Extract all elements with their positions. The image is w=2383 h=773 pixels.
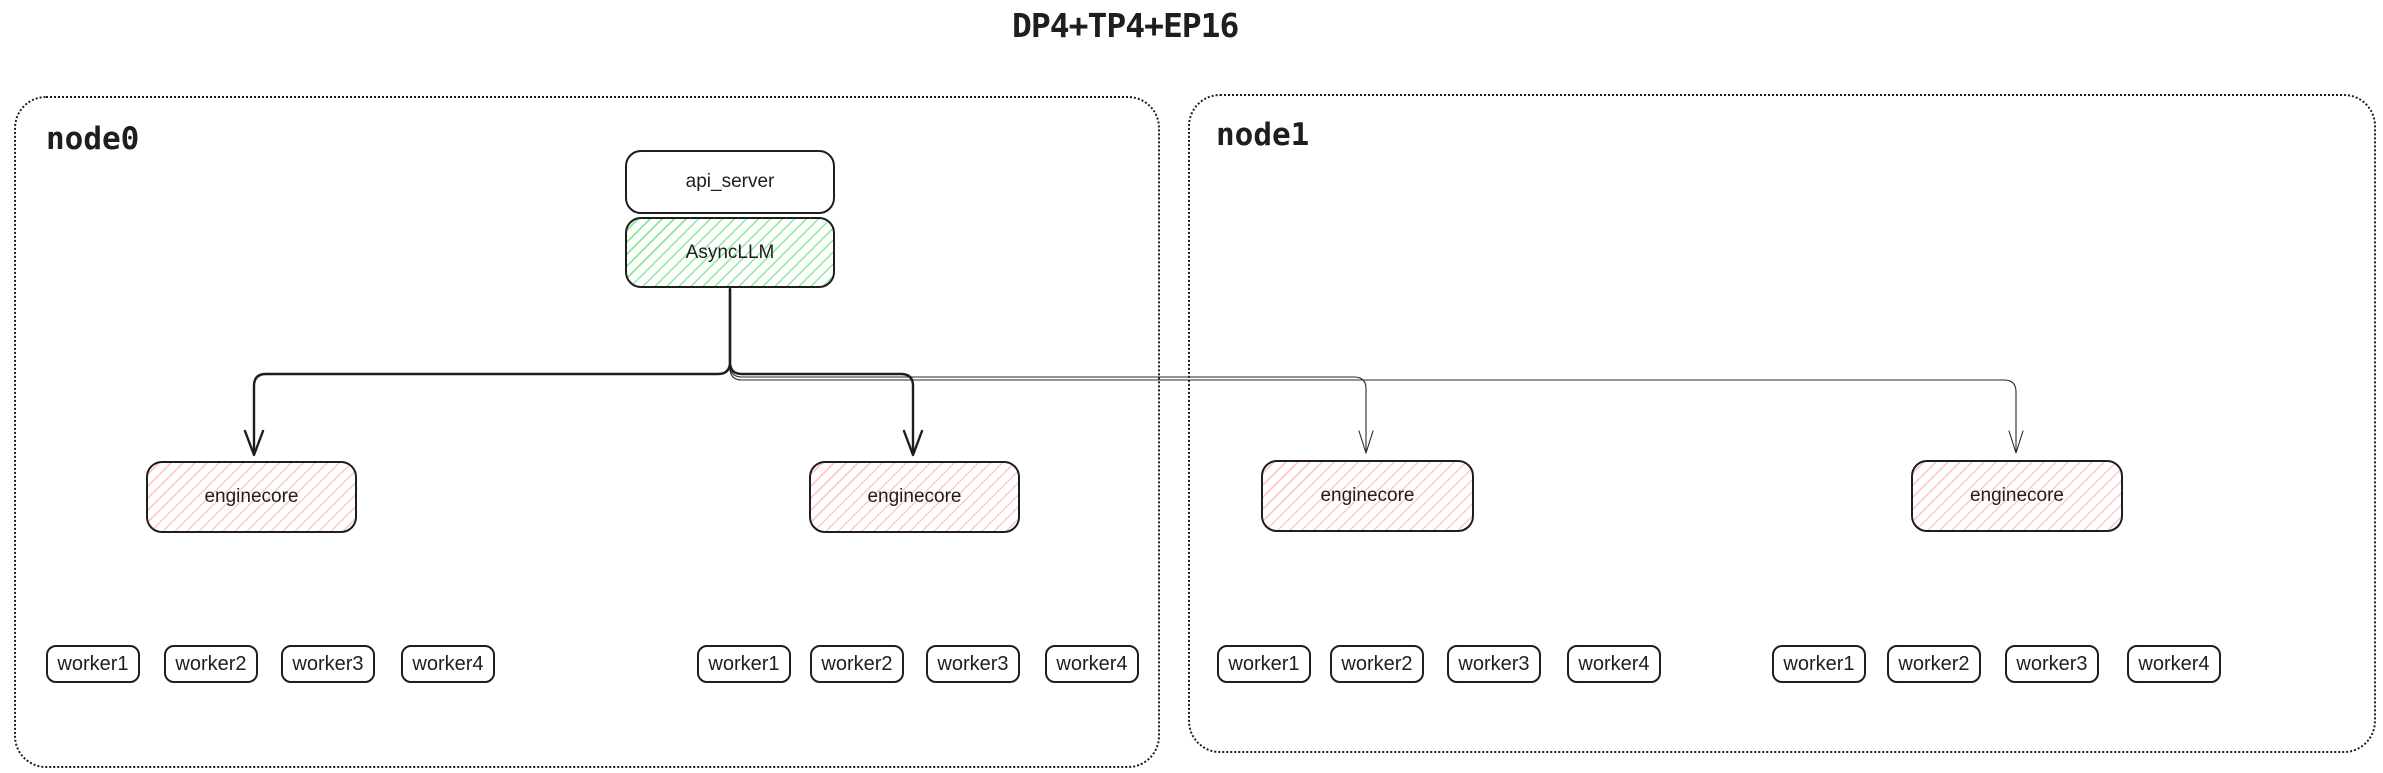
node1-enginecore-2: enginecore bbox=[1911, 460, 2123, 532]
node0-ec2-worker2: worker2 bbox=[810, 645, 904, 683]
enginecore-label: enginecore bbox=[1320, 485, 1415, 506]
node1-ec1-worker4: worker4 bbox=[1567, 645, 1661, 683]
node1-enginecore-1: enginecore bbox=[1261, 460, 1474, 532]
node0-ec2-worker1: worker1 bbox=[697, 645, 791, 683]
node0-enginecore-1: enginecore bbox=[146, 461, 357, 533]
node1-ec2-worker2: worker2 bbox=[1887, 645, 1981, 683]
node1-ec2-worker3: worker3 bbox=[2005, 645, 2099, 683]
node0-enginecore-2: enginecore bbox=[809, 461, 1020, 533]
enginecore-label: enginecore bbox=[867, 486, 962, 507]
node1-label: node1 bbox=[1216, 117, 1310, 153]
asyncllm-box: AsyncLLM bbox=[625, 217, 835, 288]
node1-ec1-worker2: worker2 bbox=[1330, 645, 1424, 683]
node1-ec1-worker3: worker3 bbox=[1447, 645, 1541, 683]
node1-ec1-worker1: worker1 bbox=[1217, 645, 1311, 683]
node1-ec2-worker1: worker1 bbox=[1772, 645, 1866, 683]
diagram-title: DP4+TP4+EP16 bbox=[1012, 6, 1239, 45]
api-server-label: api_server bbox=[685, 171, 775, 192]
api-server-box: api_server bbox=[625, 150, 835, 214]
asyncllm-label: AsyncLLM bbox=[685, 241, 775, 263]
node0-ec1-worker4: worker4 bbox=[401, 645, 495, 683]
node0-ec1-worker1: worker1 bbox=[46, 645, 140, 683]
enginecore-label: enginecore bbox=[204, 486, 299, 507]
enginecore-label: enginecore bbox=[1969, 485, 2065, 506]
node0-ec2-worker4: worker4 bbox=[1045, 645, 1139, 683]
node0-label: node0 bbox=[46, 121, 140, 157]
node0-ec1-worker3: worker3 bbox=[281, 645, 375, 683]
node1-ec2-worker4: worker4 bbox=[2127, 645, 2221, 683]
node0-ec1-worker2: worker2 bbox=[164, 645, 258, 683]
node0-ec2-worker3: worker3 bbox=[926, 645, 1020, 683]
